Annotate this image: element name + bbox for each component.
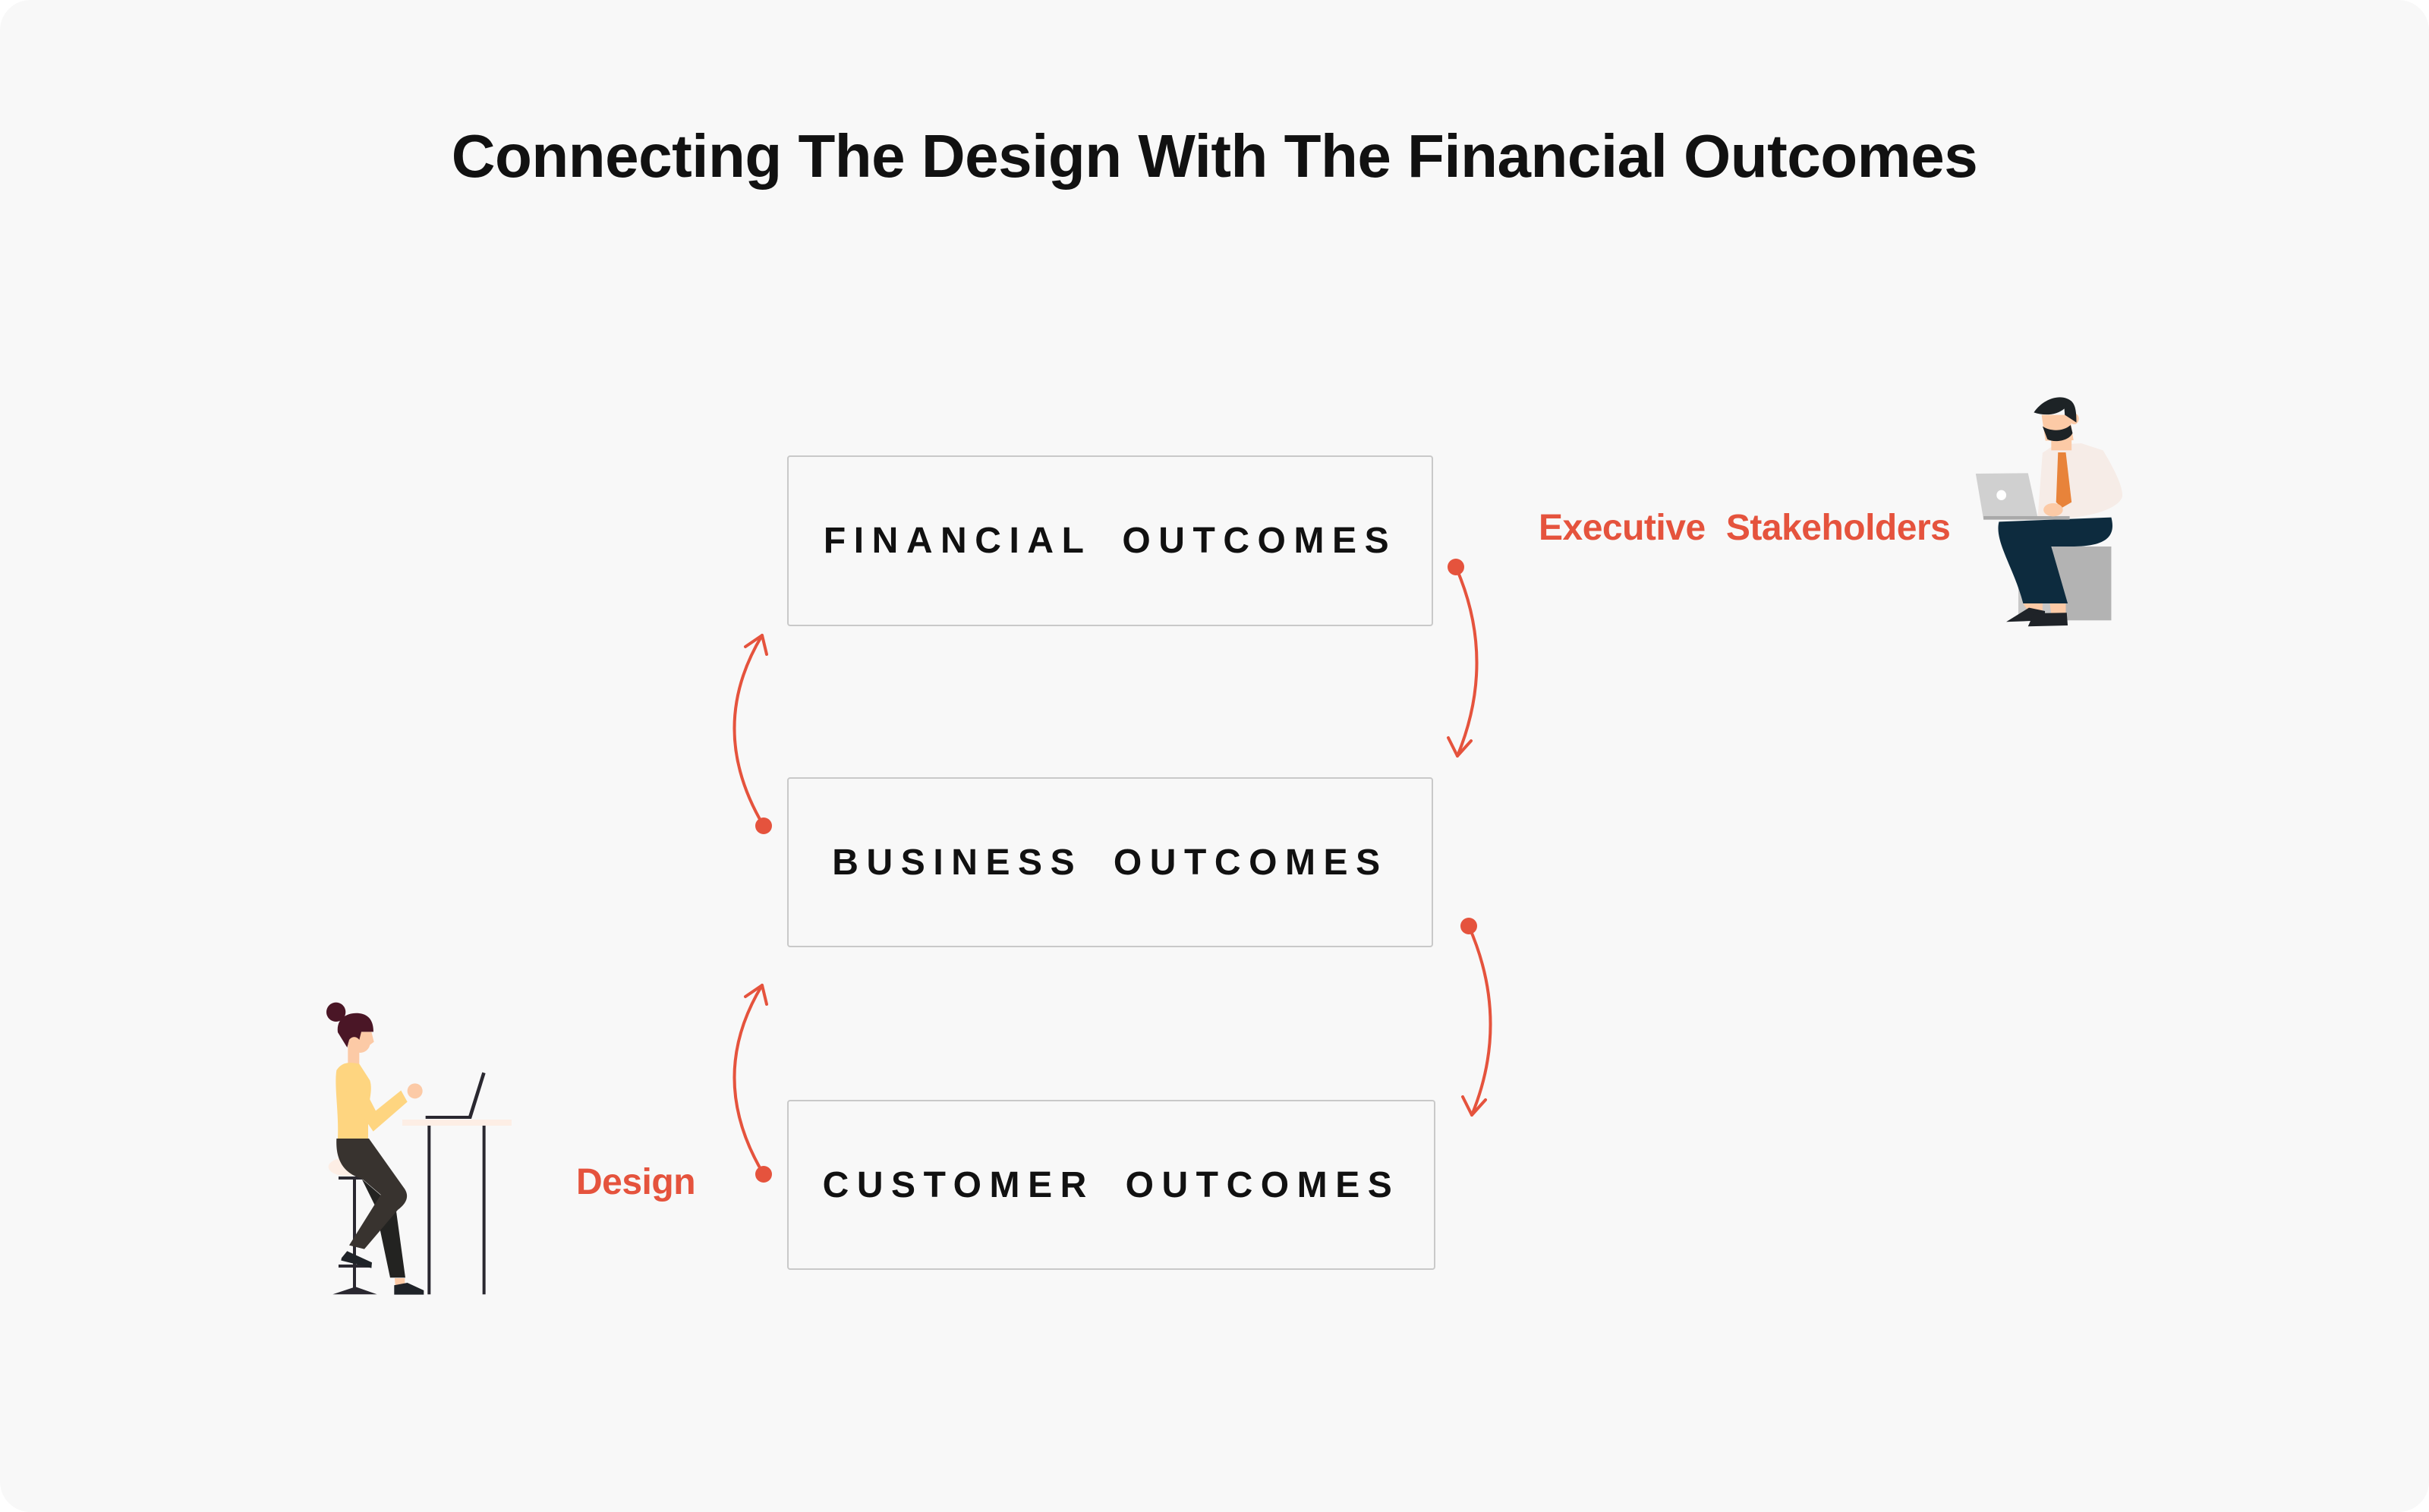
connector-dot: [1448, 559, 1464, 575]
financial-outcomes-box: FINANCIAL OUTCOMES: [787, 455, 1433, 626]
business-outcomes-label: BUSINESS OUTCOMES: [832, 842, 1388, 883]
business-outcomes-box: BUSINESS OUTCOMES: [787, 777, 1433, 947]
arrow-customer-to-business: [732, 984, 768, 1176]
financial-outcomes-label: FINANCIAL OUTCOMES: [823, 521, 1397, 561]
arrow-business-to-financial: [732, 634, 768, 827]
arrow-business-to-customer: [1461, 925, 1492, 1117]
designer-illustration: [326, 1002, 512, 1295]
executive-stakeholders-label: Executive Stakeholders: [1539, 508, 1951, 548]
connector-dot: [755, 1166, 772, 1183]
design-label: Design: [576, 1162, 696, 1202]
customer-outcomes-label: CUSTOMER OUTCOMES: [822, 1164, 1400, 1205]
executive-illustration: [1975, 397, 2123, 627]
customer-outcomes-box: CUSTOMER OUTCOMES: [787, 1100, 1435, 1270]
connector-dot: [1460, 918, 1477, 934]
arrow-financial-to-business: [1447, 565, 1479, 758]
connector-dot: [755, 817, 772, 834]
page-title: Connecting The Design With The Financial…: [451, 122, 1978, 190]
